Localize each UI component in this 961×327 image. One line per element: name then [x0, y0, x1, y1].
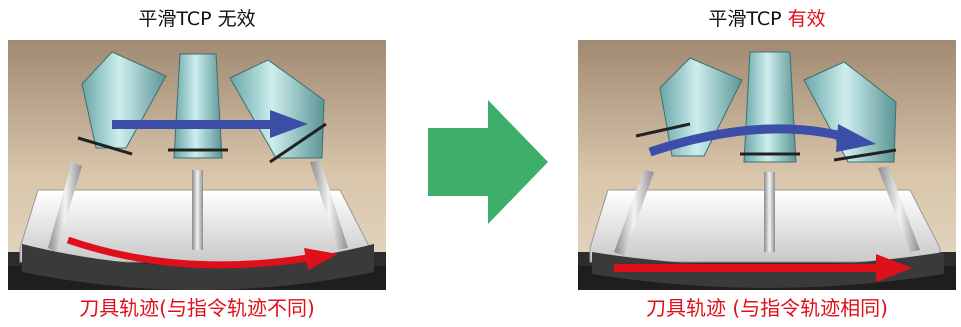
right-illustration	[578, 40, 956, 290]
left-title: 平滑TCP 无效	[8, 4, 386, 34]
command-path-arrowhead	[836, 124, 876, 152]
transition-arrow	[428, 100, 548, 224]
tool-path-arrow	[66, 236, 309, 269]
right-title-prefix: 平滑TCP	[708, 8, 782, 30]
command-path-arrowhead	[270, 110, 308, 138]
right-title: 平滑TCP 有效	[578, 4, 956, 34]
right-caption: 刀具轨迹 (与指令轨迹相同)	[646, 296, 888, 320]
tool-path-arrowhead	[304, 248, 338, 270]
right-title-status: 有效	[787, 8, 826, 30]
tool-right	[229, 59, 348, 250]
tool-path-arrowhead	[876, 254, 912, 282]
left-title-status: 无效	[217, 8, 256, 30]
left-illustration	[8, 40, 386, 290]
command-path-arrow	[112, 120, 272, 129]
tool-center	[168, 53, 228, 250]
command-path-arrow	[648, 124, 844, 157]
left-caption: 刀具轨迹(与指令轨迹不同)	[79, 296, 315, 320]
left-title-prefix: 平滑TCP	[138, 8, 212, 30]
tool-left	[48, 51, 167, 252]
tool-center	[740, 51, 800, 252]
tool-left	[614, 57, 743, 256]
tool-path-arrow	[614, 264, 882, 272]
